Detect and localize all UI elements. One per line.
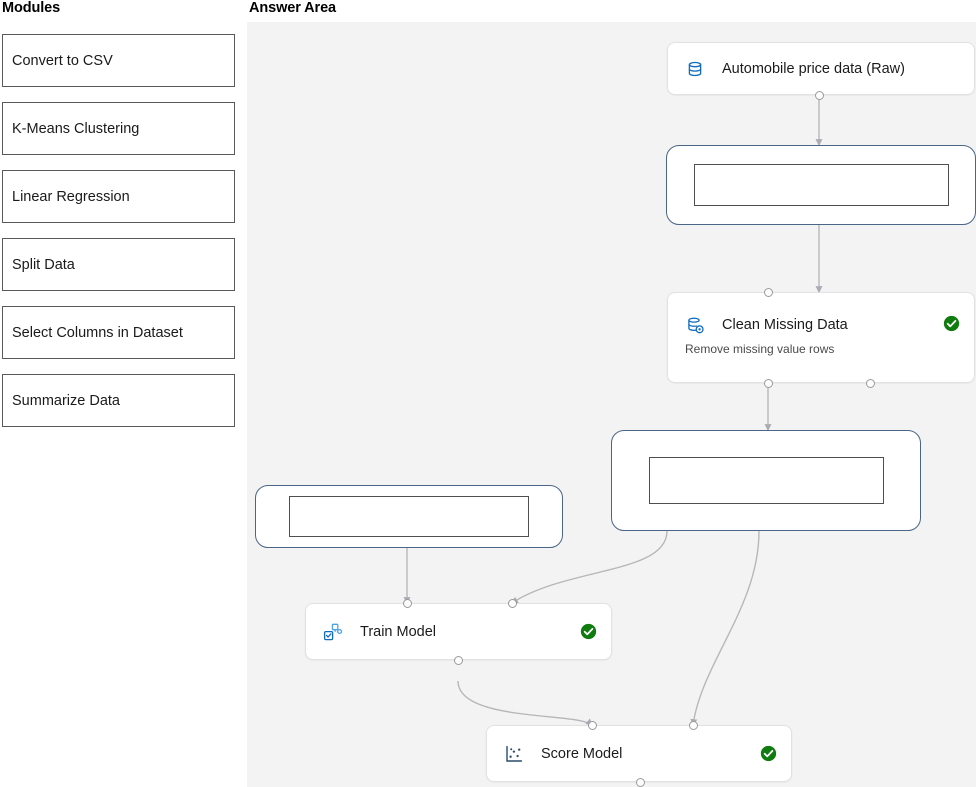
module-item-k-means-clustering[interactable]: K-Means Clustering <box>2 102 235 155</box>
module-item-label: Linear Regression <box>12 188 130 205</box>
node-subtitle: Remove missing value rows <box>685 342 835 356</box>
module-item-label: Split Data <box>12 256 75 273</box>
pipeline-edges <box>403 95 823 727</box>
module-item-select-columns-in-dataset[interactable]: Select Columns in Dataset <box>2 306 235 359</box>
port-clean-missing-data-output-2[interactable] <box>865 378 875 388</box>
check-complete-icon <box>760 745 777 762</box>
node-text: Clean Missing Data Remove missing value … <box>685 315 933 356</box>
answer-slot-3[interactable] <box>255 485 563 548</box>
answer-slot-2-dropzone[interactable] <box>648 457 884 504</box>
port-clean-missing-data-input[interactable] <box>763 287 773 297</box>
modules-list: Convert to CSV K-Means Clustering Linear… <box>2 34 235 427</box>
node-text: Automobile price data (Raw) <box>722 59 960 79</box>
scatter-plot-icon <box>506 745 523 762</box>
module-item-label: Select Columns in Dataset <box>12 324 183 341</box>
port-train-model-output[interactable] <box>453 655 463 665</box>
module-item-label: K-Means Clustering <box>12 120 140 137</box>
node-train-model[interactable]: Train Model <box>305 603 612 660</box>
node-text: Score Model <box>541 744 750 764</box>
module-item-label: Convert to CSV <box>12 52 113 69</box>
node-title: Automobile price data (Raw) <box>722 60 905 77</box>
database-gear-icon <box>688 317 704 334</box>
train-model-icon <box>323 623 343 640</box>
module-item-split-data[interactable]: Split Data <box>2 238 235 291</box>
modules-heading: Modules <box>2 0 61 16</box>
answer-slot-1-dropzone[interactable] <box>693 164 949 206</box>
node-automobile-price-data[interactable]: Automobile price data (Raw) <box>667 42 975 95</box>
module-item-convert-to-csv[interactable]: Convert to CSV <box>2 34 235 87</box>
port-score-model-input-2[interactable] <box>688 720 698 730</box>
module-item-label: Summarize Data <box>12 392 120 409</box>
answer-slot-2[interactable] <box>611 430 921 531</box>
node-title: Train Model <box>360 623 437 640</box>
port-train-model-input-2[interactable] <box>507 598 517 608</box>
database-icon <box>688 61 702 76</box>
node-text: Train Model <box>360 622 570 642</box>
answer-slot-1[interactable] <box>666 145 976 225</box>
node-clean-missing-data[interactable]: Clean Missing Data Remove missing value … <box>667 292 975 383</box>
port-score-model-output[interactable] <box>635 777 645 787</box>
check-complete-icon <box>580 623 597 640</box>
node-title: Score Model <box>541 745 623 762</box>
node-title: Clean Missing Data <box>722 317 848 333</box>
port-clean-missing-data-output-1[interactable] <box>763 378 773 388</box>
module-item-linear-regression[interactable]: Linear Regression <box>2 170 235 223</box>
answer-area-heading: Answer Area <box>249 0 337 16</box>
edge-train-model-to-score-model <box>457 680 593 726</box>
port-score-model-input-1[interactable] <box>587 720 597 730</box>
edge-slot2-to-score-model <box>690 530 760 727</box>
module-item-summarize-data[interactable]: Summarize Data <box>2 374 235 427</box>
answer-slot-3-dropzone[interactable] <box>289 496 529 537</box>
node-score-model[interactable]: Score Model <box>486 725 792 782</box>
pipeline-canvas[interactable]: Automobile price data (Raw) Clean Missin… <box>247 22 976 787</box>
port-dataset-output[interactable] <box>814 90 824 100</box>
port-train-model-input-1[interactable] <box>402 598 412 608</box>
check-complete-icon <box>943 315 960 332</box>
